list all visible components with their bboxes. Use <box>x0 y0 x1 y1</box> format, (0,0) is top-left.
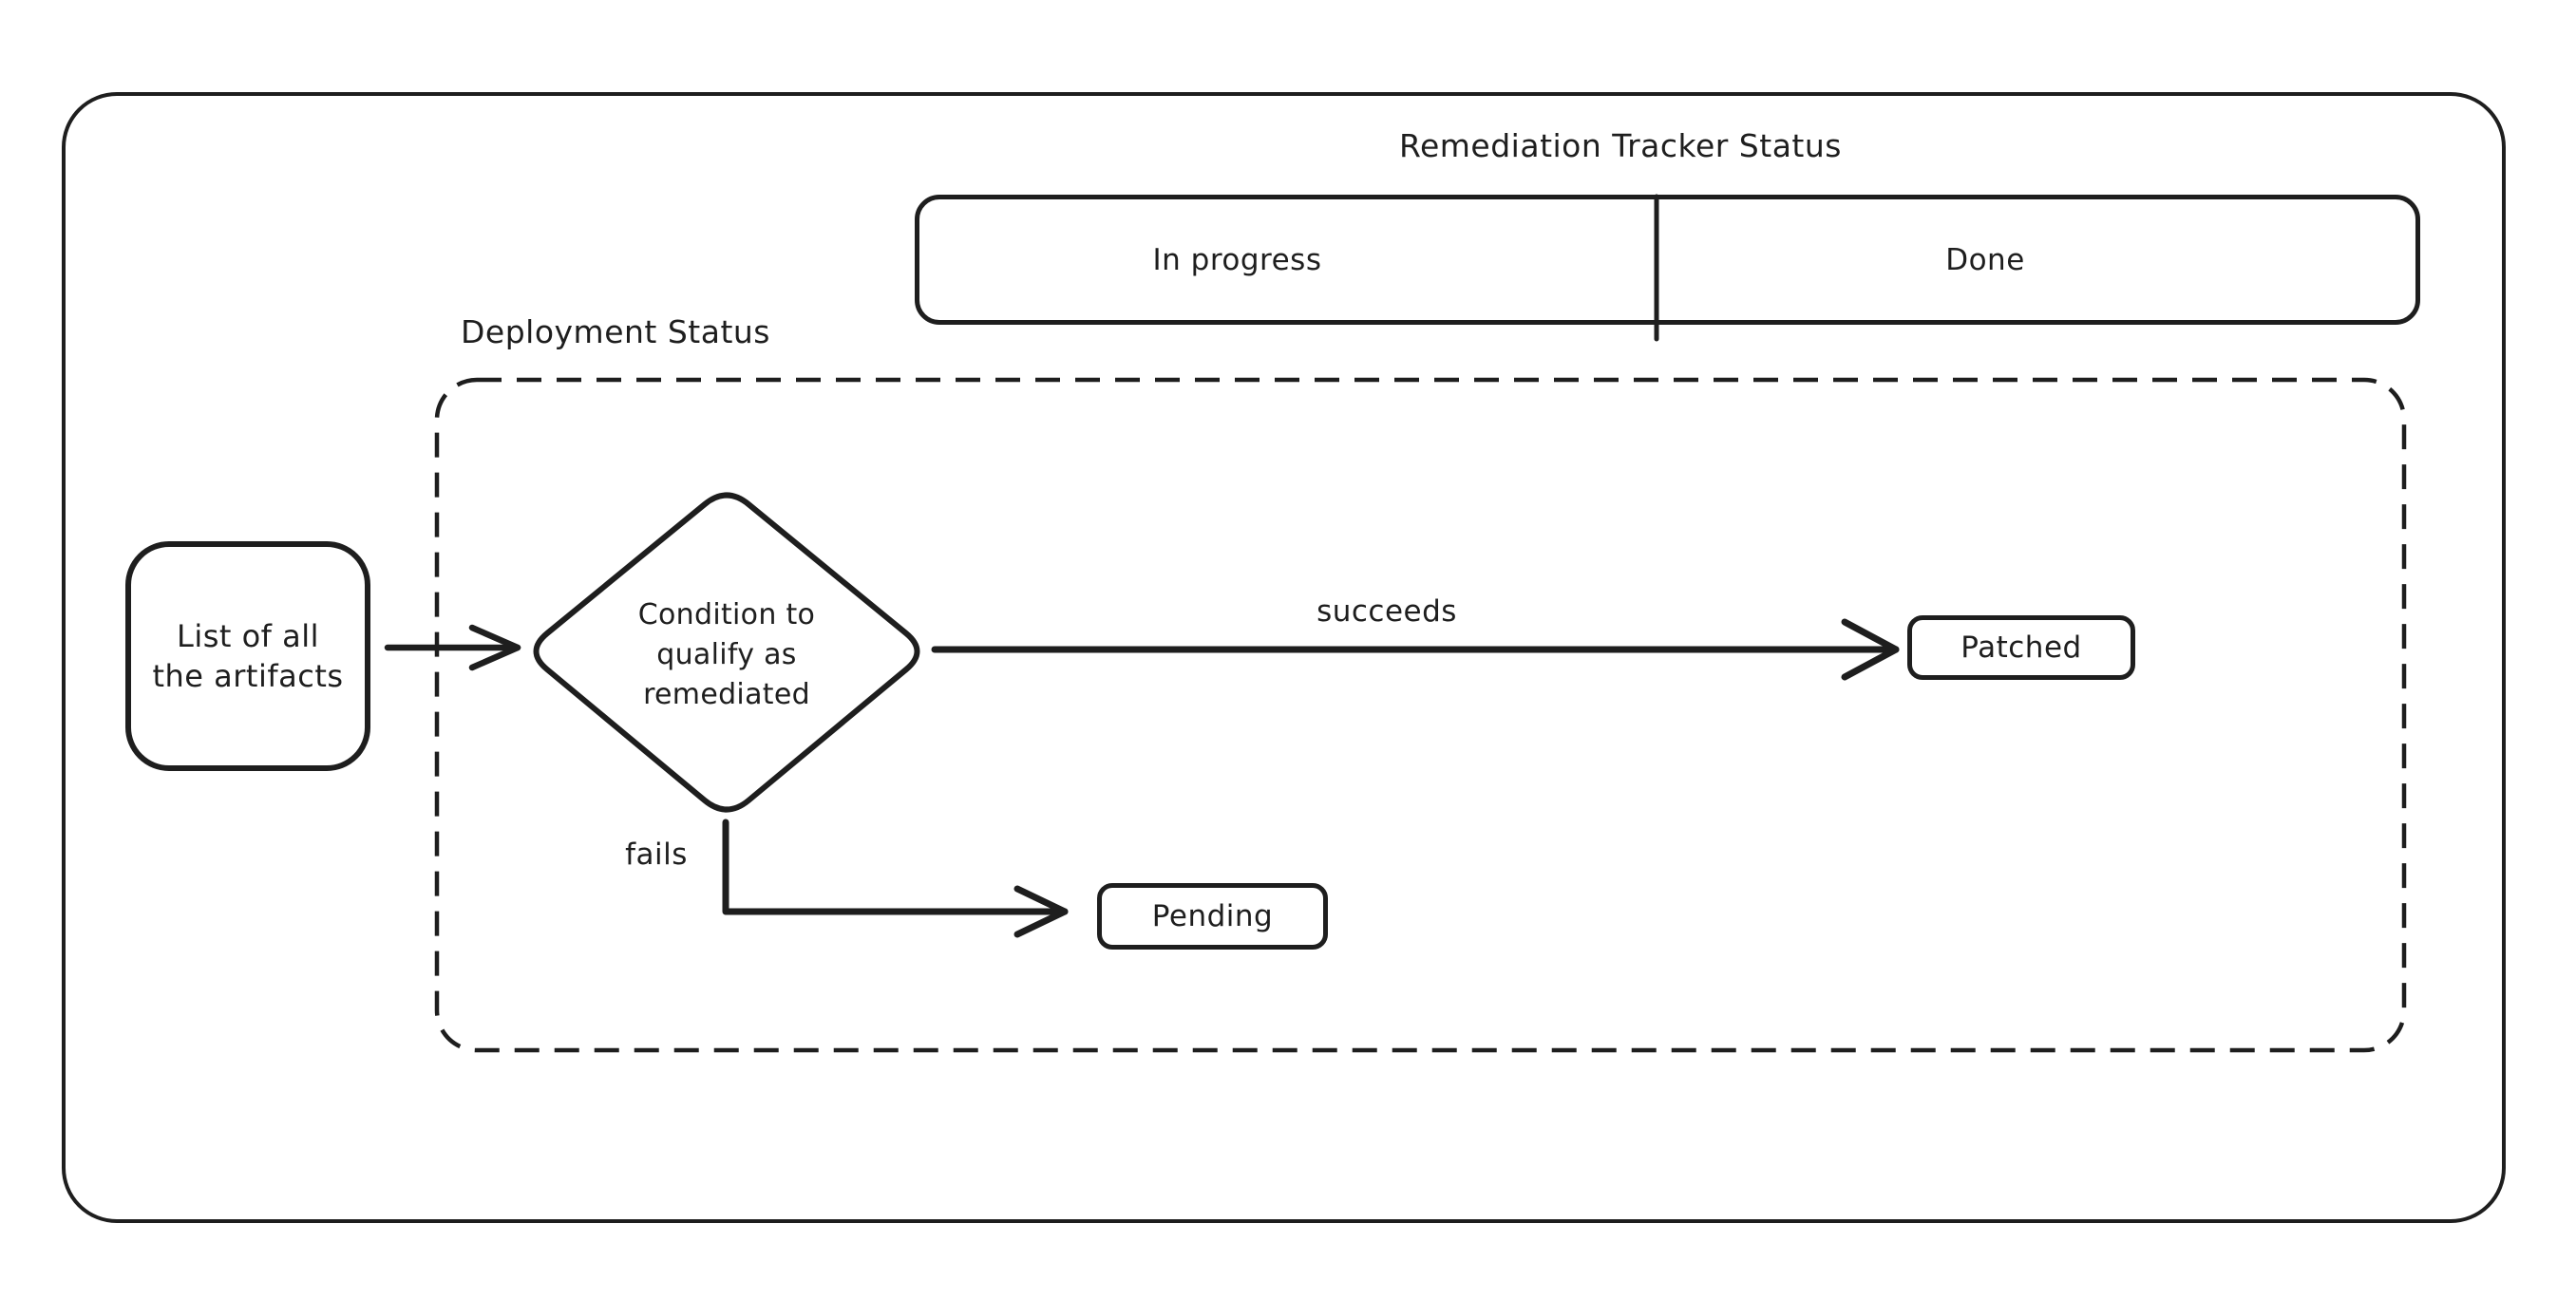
pending-label: Pending <box>1151 899 1274 933</box>
artifacts-list-label-line2: the artifacts <box>152 658 344 694</box>
tracker-status-bar: In progress Done <box>915 195 2420 325</box>
artifacts-list-label-line1: List of all <box>176 618 319 654</box>
tracker-container-box <box>62 92 2506 1223</box>
tracker-cell-in-progress: In progress <box>919 199 1659 320</box>
condition-diamond-label: Condition to qualify as remediated <box>584 595 869 715</box>
condition-label-line2: qualify as <box>656 638 797 671</box>
condition-label-line1: Condition to <box>637 598 816 631</box>
in-progress-label: In progress <box>1152 242 1322 277</box>
pending-node: Pending <box>1097 883 1328 950</box>
condition-label-line3: remediated <box>643 678 810 711</box>
succeeds-edge-label: succeeds <box>1316 594 1457 629</box>
artifacts-list-node: List of all the artifacts <box>125 541 370 771</box>
patched-label: Patched <box>1960 631 2082 665</box>
fails-edge-label: fails <box>625 838 688 872</box>
deployment-status-label: Deployment Status <box>461 313 770 350</box>
tracker-cell-done: Done <box>1659 199 2415 320</box>
done-label: Done <box>1945 242 2025 277</box>
patched-node: Patched <box>1907 615 2135 680</box>
diagram-title: Remediation Tracker Status <box>1399 127 1842 164</box>
